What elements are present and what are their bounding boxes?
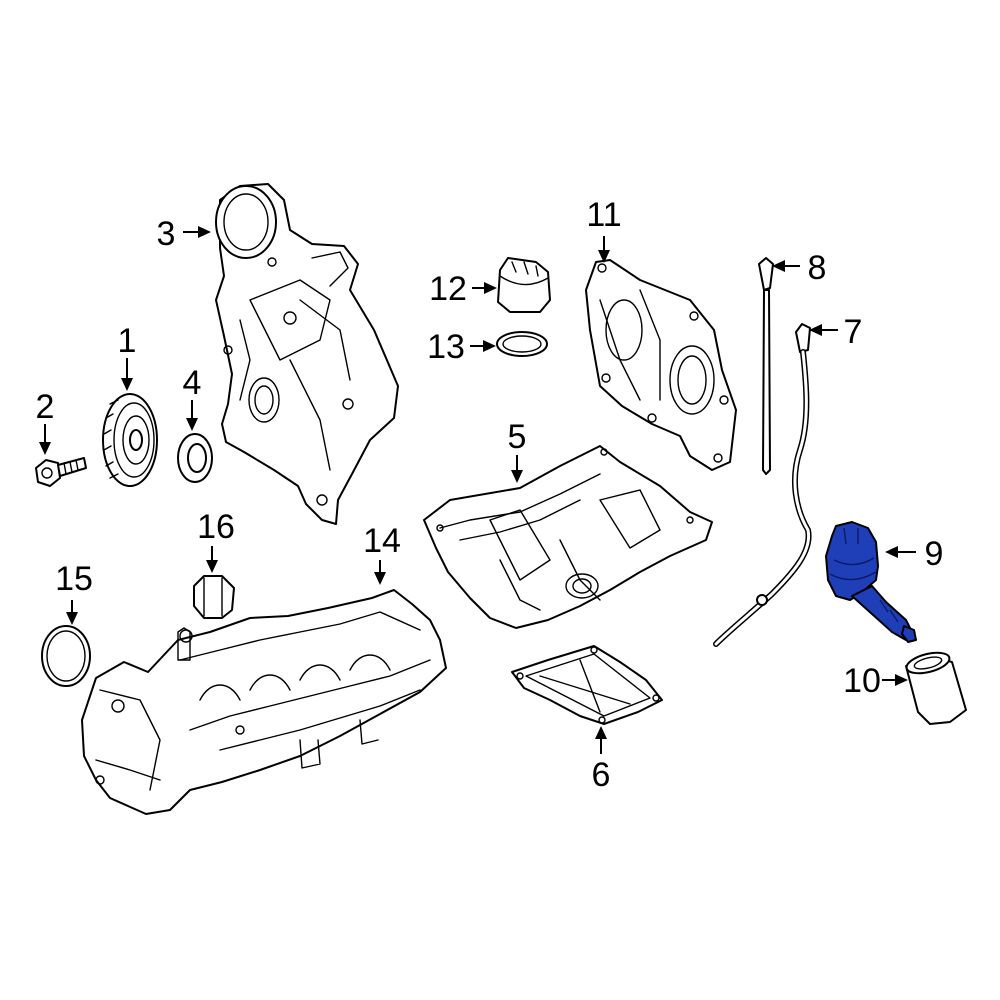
callout-5: 5 bbox=[508, 418, 527, 456]
callout-labels: 1 2 3 4 5 6 7 8 9 10 11 12 13 14 15 16 bbox=[36, 196, 944, 794]
callout-15: 15 bbox=[55, 560, 93, 598]
dipstick-part[interactable] bbox=[758, 257, 774, 475]
o-ring-part[interactable] bbox=[41, 625, 91, 687]
callout-4: 4 bbox=[183, 364, 202, 402]
filler-cap-seal-part[interactable] bbox=[496, 331, 548, 357]
oil-filter-part[interactable] bbox=[904, 649, 967, 725]
callout-1: 1 bbox=[118, 322, 137, 360]
callout-12: 12 bbox=[429, 270, 467, 308]
rear-cover-plate-part[interactable] bbox=[585, 259, 737, 471]
intake-manifold-part[interactable] bbox=[81, 589, 447, 815]
callout-7: 7 bbox=[844, 313, 863, 351]
callout-14: 14 bbox=[363, 522, 401, 560]
crankshaft-pulley-part[interactable] bbox=[102, 393, 158, 487]
callout-2: 2 bbox=[36, 388, 55, 426]
leader-lines bbox=[39, 226, 916, 754]
callout-8: 8 bbox=[808, 249, 827, 287]
oil-pan-cover-part[interactable] bbox=[511, 645, 663, 725]
timing-cover-part[interactable] bbox=[215, 183, 399, 525]
front-seal-part[interactable] bbox=[177, 433, 213, 483]
callout-13: 13 bbox=[427, 328, 465, 366]
manifold-seal-part[interactable] bbox=[193, 575, 235, 619]
oil-filler-cap-part[interactable] bbox=[497, 257, 551, 313]
callout-10: 10 bbox=[843, 662, 881, 700]
callout-6: 6 bbox=[592, 756, 611, 794]
crankshaft-bolt-part[interactable] bbox=[35, 457, 87, 487]
callout-16: 16 bbox=[197, 508, 235, 546]
oil-pan-part[interactable] bbox=[423, 445, 713, 629]
callout-3: 3 bbox=[157, 215, 176, 253]
callout-11: 11 bbox=[586, 196, 621, 234]
oil-filter-housing-part[interactable] bbox=[825, 521, 917, 643]
dipstick-tube-part[interactable] bbox=[713, 323, 812, 647]
callout-9: 9 bbox=[925, 535, 944, 573]
